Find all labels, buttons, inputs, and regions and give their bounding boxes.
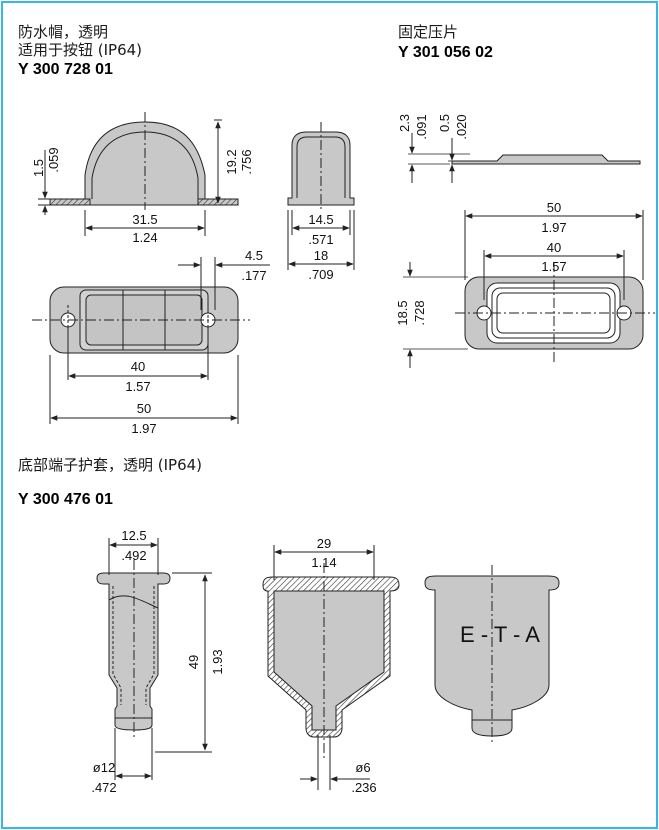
section2-title: 固定压片 bbox=[398, 23, 459, 41]
dim-plate-t2-mm: 0.5 bbox=[437, 114, 452, 132]
dim-boot-top-in: .492 bbox=[121, 548, 146, 563]
dim-cap-base-mm: 31.5 bbox=[132, 212, 157, 227]
dim-cap-hole-mm: 4.5 bbox=[245, 248, 263, 263]
cap-front-view bbox=[49, 112, 239, 210]
dim-plate-outer-in: 1.97 bbox=[541, 220, 566, 235]
dim-plate-outer-mm: 50 bbox=[547, 200, 561, 215]
boot-narrow-view bbox=[96, 560, 171, 740]
dim-plate-t1-in: .091 bbox=[414, 114, 429, 139]
eta-logo-text: E - T - A bbox=[460, 622, 540, 647]
dim-cap-height-mm: 19.2 bbox=[224, 149, 239, 174]
cap-side-view bbox=[287, 122, 355, 210]
dim-cap-hole-in: .177 bbox=[241, 268, 266, 283]
section1-title-line1: 防水帽，透明 bbox=[18, 23, 109, 41]
dim-cap-h-in-label: .059 bbox=[46, 147, 61, 172]
section3-title: 底部端子护套，透明 (IP64) bbox=[18, 456, 203, 474]
dim-plate-inner-in: 1.57 bbox=[541, 259, 566, 274]
dim-boot-wide-in: 1.14 bbox=[311, 555, 336, 570]
section1-code: Y 300 728 01 bbox=[18, 61, 113, 78]
dim-plate-t2-in: .020 bbox=[454, 114, 469, 139]
dim-cap-side-outer-in: .709 bbox=[308, 267, 333, 282]
dim-plate-height-in: .728 bbox=[412, 300, 427, 325]
plate-side-view bbox=[451, 154, 641, 165]
dim-boot-hole-in: .236 bbox=[351, 780, 376, 795]
dim-cap-h-mm: 1.5 bbox=[31, 159, 46, 177]
boot-outside-view bbox=[424, 565, 560, 745]
dim-boot-bottom-in: .472 bbox=[91, 780, 116, 795]
dim-boot-bottom-mm: ø12 bbox=[93, 760, 115, 775]
dim-boot-height-mm: 49 bbox=[186, 655, 201, 669]
dim-cap-side-inner-in: .571 bbox=[308, 232, 333, 247]
dim-boot-hole-mm: ø6 bbox=[355, 760, 370, 775]
dim-plate-inner-mm: 40 bbox=[547, 240, 561, 255]
dim-boot-wide-mm: 29 bbox=[317, 536, 331, 551]
dim-boot-top-mm: 12.5 bbox=[121, 528, 146, 543]
boot-wide-section bbox=[262, 563, 400, 760]
dim-cap-top-outer-mm: 50 bbox=[137, 401, 151, 416]
dim-plate-t1-mm: 2.3 bbox=[397, 114, 412, 132]
dim-cap-side-outer-mm: 18 bbox=[314, 248, 328, 263]
dim-cap-side-inner-mm: 14.5 bbox=[308, 212, 333, 227]
dim-boot-height-in: 1.93 bbox=[210, 649, 225, 674]
dim-cap-top-outer-in: 1.97 bbox=[131, 421, 156, 436]
dim-cap-top-inner-in: 1.57 bbox=[125, 379, 150, 394]
section2-code: Y 301 056 02 bbox=[398, 44, 493, 61]
dim-cap-height-in: .756 bbox=[239, 149, 254, 174]
cap-top-view bbox=[32, 286, 250, 354]
dim-plate-height-mm: 18.5 bbox=[395, 300, 410, 325]
dim-cap-top-inner-mm: 40 bbox=[131, 359, 145, 374]
section3-code: Y 300 476 01 bbox=[18, 491, 113, 508]
plate-top-view bbox=[455, 262, 655, 362]
section1-title-line2: 适用于按钮 (IP64) bbox=[18, 41, 143, 59]
dim-cap-base-in: 1.24 bbox=[132, 230, 157, 245]
